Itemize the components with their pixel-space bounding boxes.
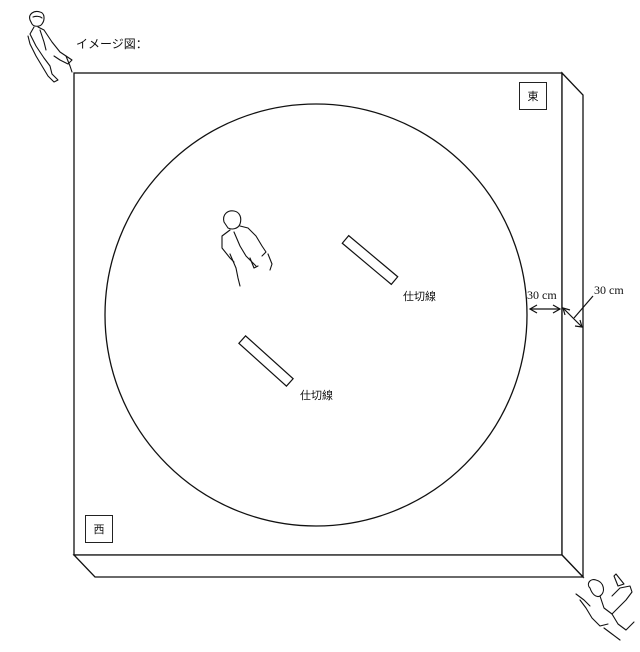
partition-label-1: 仕切線 [403,290,436,303]
dimension-arrow-ring-gap [528,304,562,314]
partition-line-1 [341,234,399,286]
partition-label-2: 仕切線 [300,389,333,402]
ring-circle [104,103,528,527]
person-icon-wrestler [221,210,273,287]
direction-west-label: 西 [93,523,105,536]
diagram-caption: イメージ図： [76,37,148,51]
person-icon-observer [27,10,73,83]
dimension-label-ring-gap: 30 cm [527,288,557,302]
direction-east-label: 東 [527,90,539,103]
platform-bottom-face [72,554,585,578]
dimension-label-edge-width: 30 cm [594,283,624,297]
dimension-arrow-edge-width [562,295,594,328]
partition-line-2 [238,335,294,387]
direction-east-box: 東 [519,82,547,110]
direction-west-box: 西 [85,515,113,543]
person-icon-referee [575,573,635,641]
platform [72,71,585,579]
platform-top-face [73,72,563,556]
